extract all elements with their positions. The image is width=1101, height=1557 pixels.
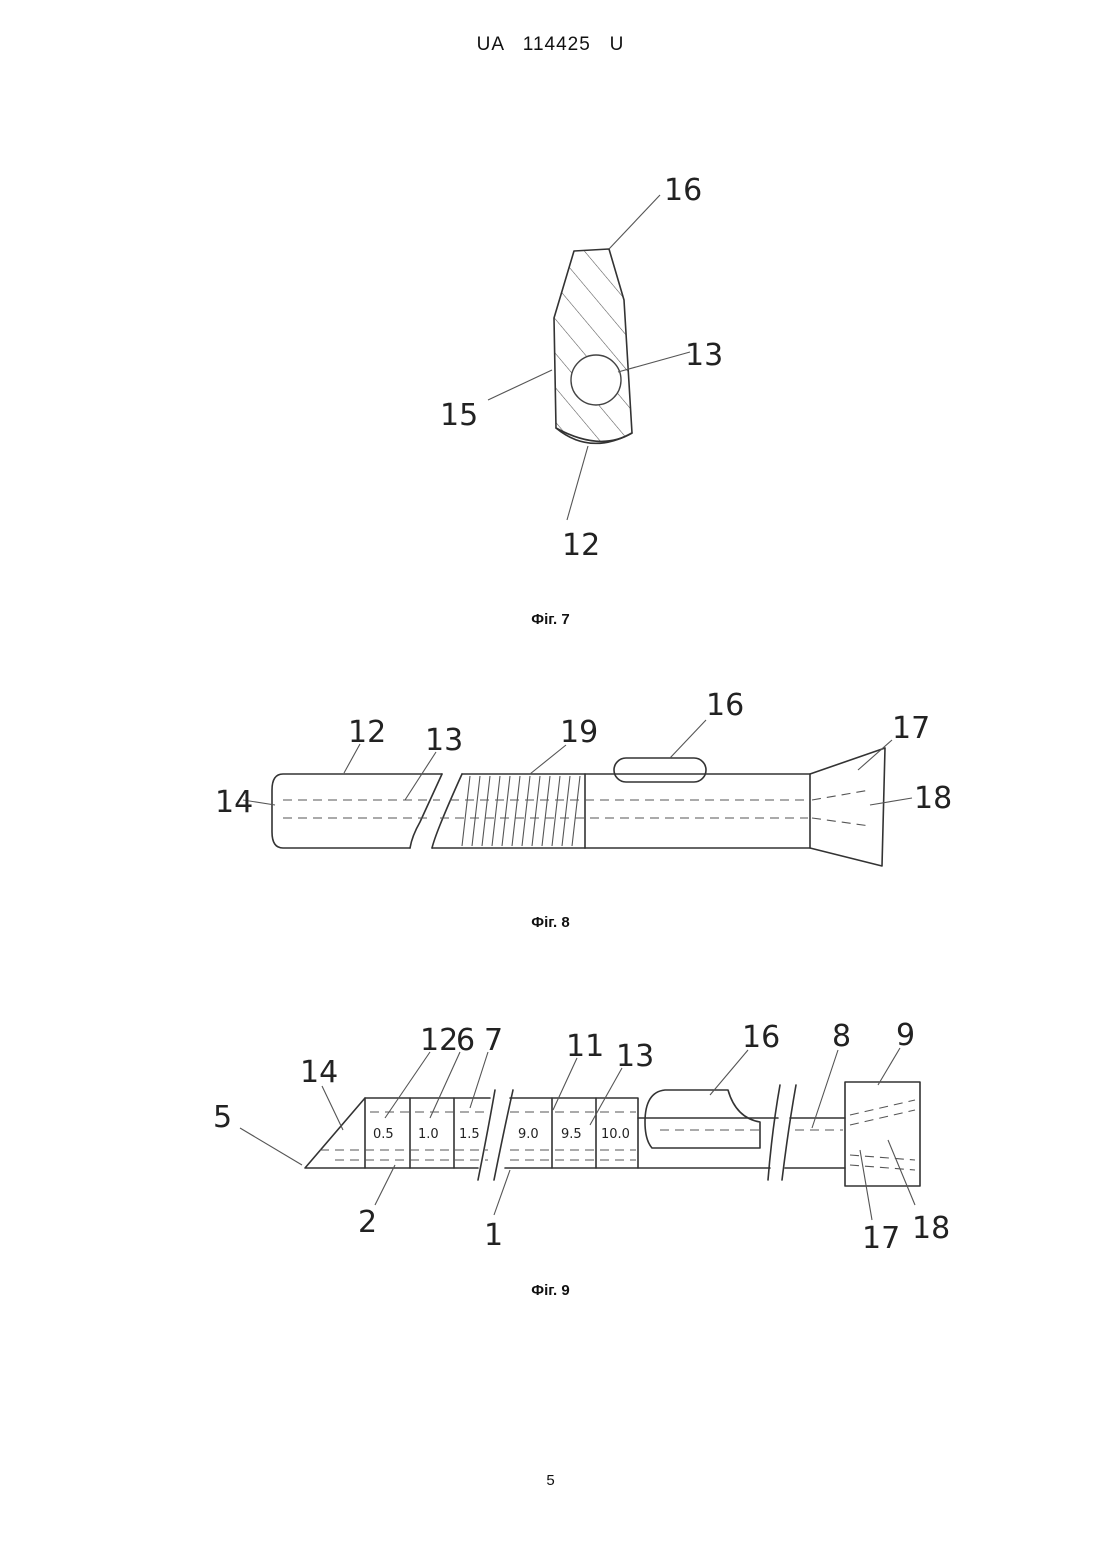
- ref-16: 16: [664, 173, 702, 208]
- ref-8: 8: [832, 1019, 851, 1054]
- figure-7-drawing: 16 13 15 12: [0, 150, 1101, 590]
- page-number: 5: [0, 1472, 1101, 1489]
- ref-7: 7: [484, 1023, 503, 1058]
- ref-19: 19: [560, 715, 598, 750]
- ref-16: 16: [742, 1020, 780, 1055]
- ref-12: 12: [348, 715, 386, 750]
- scale-mark: 10.0: [601, 1127, 630, 1142]
- ref-13: 13: [616, 1039, 654, 1074]
- ref-15: 15: [440, 398, 478, 433]
- ref-12: 12: [562, 528, 600, 563]
- ref-1: 1: [484, 1218, 503, 1253]
- document-header: UA 114425 U: [0, 34, 1101, 56]
- ref-2: 2: [358, 1205, 377, 1240]
- bore-hole: [571, 355, 621, 405]
- scale-mark: 0.5: [373, 1127, 394, 1142]
- figure-7-caption: Фіг. 7: [0, 611, 1101, 628]
- tool-cross-section: [554, 249, 632, 441]
- figure-9-drawing: 0.5 1.0 1.5 9.0 9.5 10.0 14 5 12 6 7 11 …: [0, 1010, 1101, 1260]
- figure-9-caption: Фіг. 9: [0, 1282, 1101, 1299]
- ref-5: 5: [213, 1100, 232, 1135]
- scale-mark: 9.5: [561, 1127, 582, 1142]
- scale-mark: 9.0: [518, 1127, 539, 1142]
- ref-12: 12: [420, 1023, 458, 1058]
- ref-13: 13: [685, 338, 723, 373]
- ref-16: 16: [706, 688, 744, 723]
- ref-6: 6: [456, 1023, 475, 1058]
- ref-17: 17: [862, 1221, 900, 1256]
- ref-11: 11: [566, 1029, 604, 1064]
- ref-9: 9: [896, 1018, 915, 1053]
- ref-14: 14: [215, 785, 253, 820]
- ref-13: 13: [425, 723, 463, 758]
- ref-18: 18: [912, 1211, 950, 1246]
- ref-18: 18: [914, 781, 952, 816]
- scale-mark: 1.0: [418, 1127, 439, 1142]
- figure-8-drawing: 12 13 19 16 17 14 18: [0, 680, 1101, 890]
- ref-14: 14: [300, 1055, 338, 1090]
- figure-8-caption: Фіг. 8: [0, 914, 1101, 931]
- scale-mark: 1.5: [459, 1127, 480, 1142]
- ref-17: 17: [892, 711, 930, 746]
